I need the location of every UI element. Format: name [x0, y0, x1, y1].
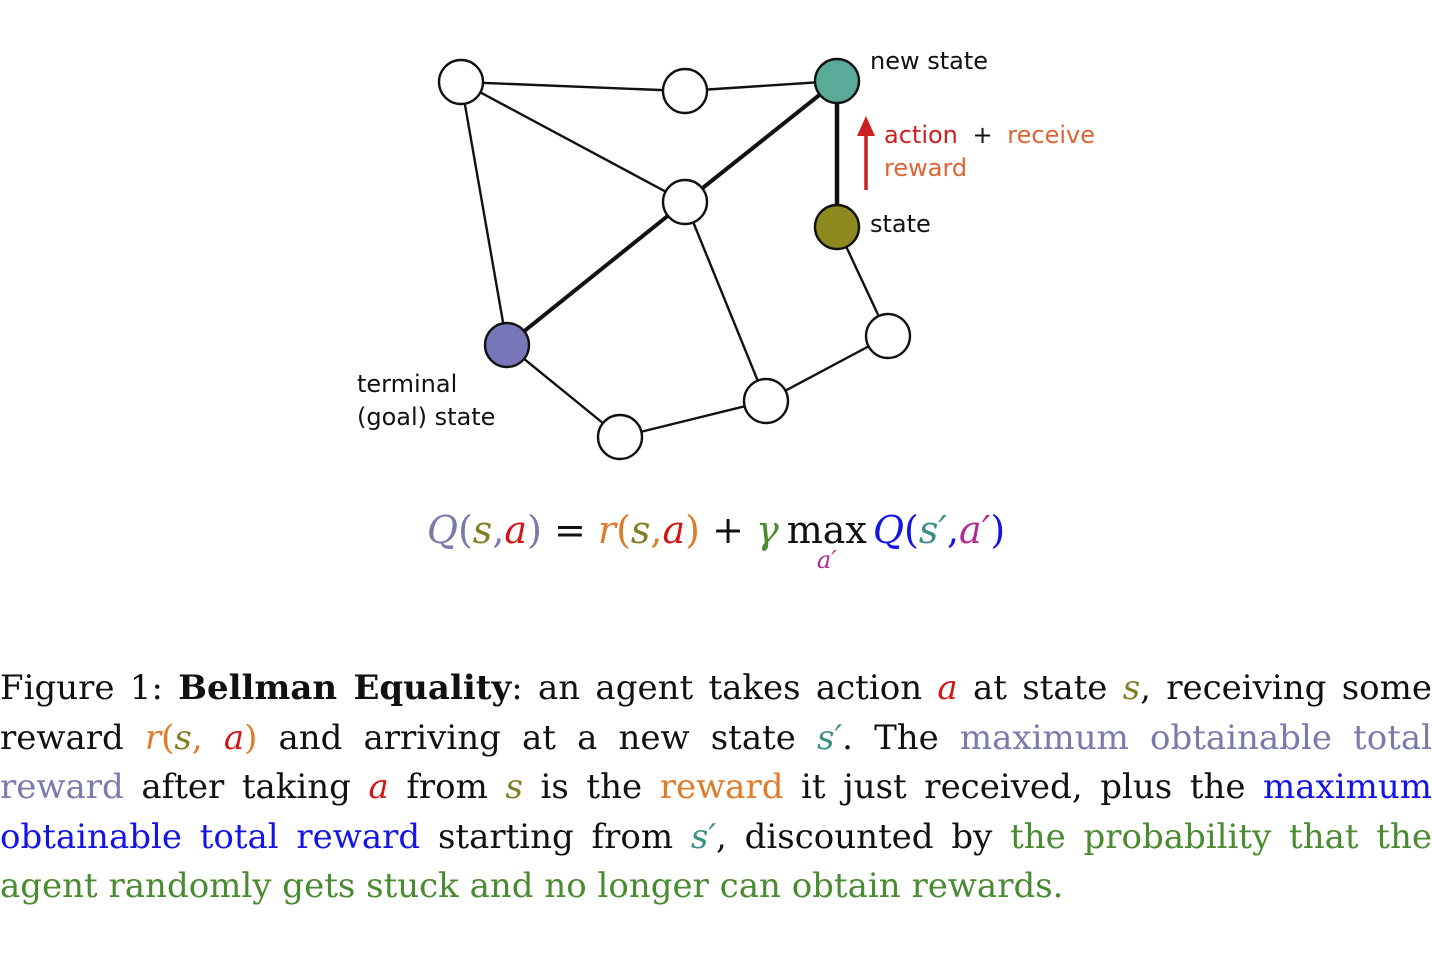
- eq-rparen: ): [990, 508, 1006, 552]
- node: [437, 58, 485, 106]
- node-state: [813, 203, 861, 251]
- arrow-head: [857, 116, 875, 136]
- caption-max-total-reward: maximum obtainable total reward: [0, 717, 1432, 808]
- eq-max-subscript: a′: [816, 546, 837, 574]
- node: [661, 178, 709, 226]
- caption-reward-word: reward: [659, 767, 784, 807]
- eq-lparen: (: [457, 508, 473, 552]
- caption-var-s-prime: s′: [690, 816, 717, 857]
- caption-r: r: [144, 717, 162, 758]
- eq-s: s: [630, 508, 651, 552]
- caption-rparen: ): [244, 717, 258, 758]
- caption-var-s: s: [505, 767, 523, 807]
- edge: [619, 399, 767, 439]
- eq-comma: ,: [946, 508, 960, 552]
- label-terminal-line1: terminal: [357, 370, 457, 398]
- node: [661, 67, 709, 115]
- edge: [684, 79, 838, 93]
- graph-nodes: [437, 57, 912, 461]
- caption-text: and arriving at a new state: [257, 717, 817, 758]
- eq-a: a: [662, 508, 686, 552]
- eq-equals: =: [541, 508, 598, 552]
- eq-plus: +: [699, 508, 756, 552]
- caption-text: starting from: [420, 816, 691, 857]
- edge: [683, 201, 768, 402]
- label-new-state: new state: [870, 47, 988, 75]
- caption-text: from: [388, 767, 506, 807]
- caption-var-a: a: [223, 717, 245, 758]
- eq-s: s: [472, 508, 493, 552]
- eq-max: max: [786, 508, 867, 552]
- eq-lparen: (: [616, 508, 631, 552]
- node-new-state: [813, 57, 861, 105]
- eq-r: r: [597, 508, 617, 552]
- eq-a: a: [504, 508, 528, 552]
- eq-lparen: (: [903, 508, 919, 552]
- eq-s-prime: s′: [918, 508, 947, 552]
- figure-caption: Figure 1: Bellman Equality: an agent tak…: [0, 664, 1432, 912]
- caption-lparen: (: [161, 717, 175, 758]
- node: [864, 312, 912, 360]
- edge: [506, 344, 621, 438]
- caption-var-s: s: [1122, 668, 1141, 708]
- eq-q: Q: [426, 508, 458, 552]
- caption-title: Bellman Equality: [178, 668, 512, 708]
- node: [596, 413, 644, 461]
- caption-text: it just received, plus the: [783, 767, 1264, 807]
- node: [742, 377, 790, 425]
- edge: [460, 80, 686, 204]
- action-arrow: [857, 116, 875, 190]
- edge: [460, 80, 686, 93]
- caption-var-s: s: [174, 717, 192, 758]
- label-state: state: [870, 210, 931, 238]
- caption-text: after taking: [123, 767, 369, 807]
- eq-q2: Q: [872, 508, 904, 552]
- caption-figure-label: Figure 1:: [0, 668, 179, 708]
- edge: [459, 81, 509, 346]
- label-reward: reward: [884, 154, 967, 182]
- caption-var-s-prime: s′: [817, 717, 843, 758]
- edge-bold: [683, 79, 839, 204]
- eq-comma: ,: [492, 508, 505, 552]
- caption-text: is the: [522, 767, 660, 807]
- caption-discount-text: the probability that the agent randomly …: [0, 816, 1432, 907]
- eq-comma: ,: [650, 508, 663, 552]
- state-graph-diagram: new state action + receive reward state …: [357, 47, 1095, 461]
- caption-comma: ,: [191, 717, 224, 758]
- label-plus: +: [973, 121, 993, 149]
- label-receive: receive: [1007, 121, 1095, 149]
- eq-rparen: ): [685, 508, 700, 552]
- label-action-receive: action + receive: [884, 121, 1095, 149]
- caption-text: : an agent takes action: [511, 668, 938, 708]
- graph-edges: [459, 79, 890, 439]
- caption-var-a: a: [368, 767, 389, 807]
- caption-text: . The: [842, 717, 960, 758]
- label-action: action: [884, 121, 958, 149]
- caption-var-a: a: [937, 668, 958, 708]
- eq-gamma: γ: [755, 508, 779, 552]
- eq-a-prime: a′: [959, 508, 991, 552]
- caption-text: , receiving some reward: [0, 668, 1432, 758]
- edge-bold: [505, 200, 687, 347]
- eq-rparen: ): [527, 508, 542, 552]
- node-terminal: [483, 321, 531, 369]
- caption-text: at state: [957, 668, 1123, 708]
- caption-text: , discounted by: [716, 816, 1011, 857]
- caption-max-total-reward-next: maximum obtainable total reward: [0, 767, 1432, 857]
- label-terminal-line2: (goal) state: [357, 403, 495, 431]
